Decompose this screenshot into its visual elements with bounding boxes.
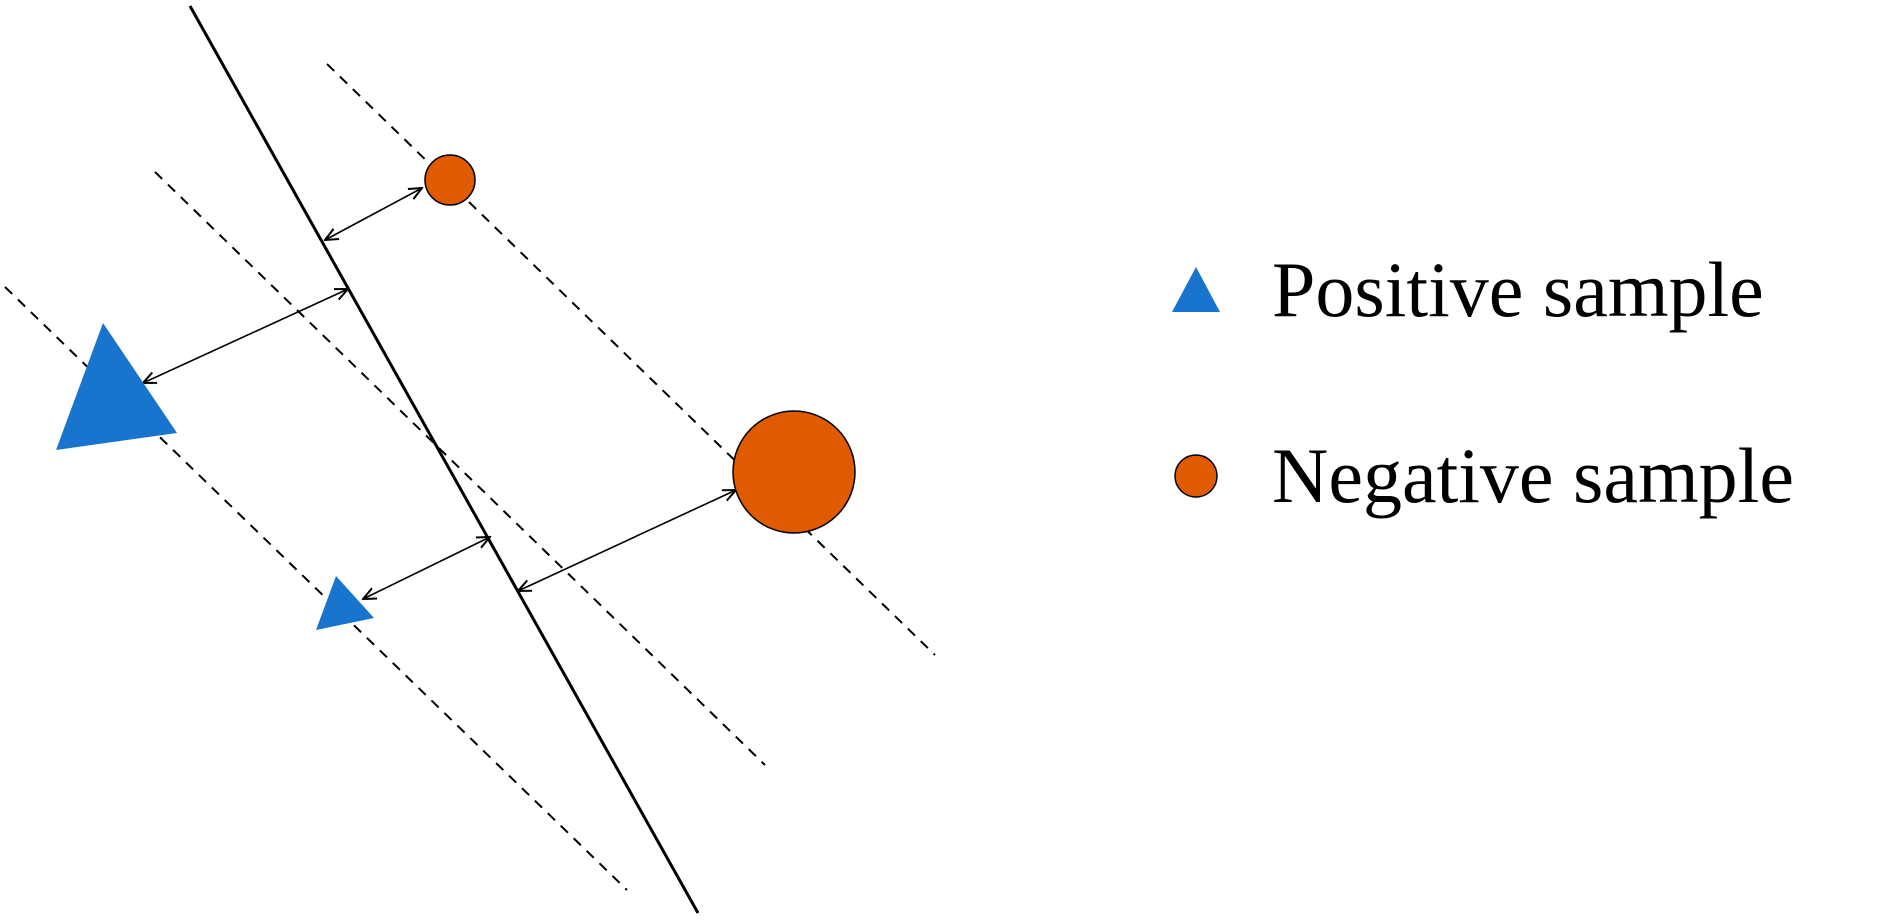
distance-arrow-3 xyxy=(363,537,490,599)
legend-positive: Positive sample xyxy=(1170,245,1794,335)
negative-sample-small xyxy=(424,154,476,206)
distance-arrow-4 xyxy=(518,490,736,591)
legend: Positive sample Negative sample xyxy=(1170,245,1794,521)
circle-icon xyxy=(1174,454,1218,498)
triangle-icon xyxy=(1172,267,1220,312)
legend-negative: Negative sample xyxy=(1170,431,1794,521)
distance-arrow-1 xyxy=(325,188,422,240)
negative-sample-large xyxy=(732,410,856,534)
dashed-margin-line-3 xyxy=(326,63,936,656)
distance-arrow-2 xyxy=(143,289,348,383)
dashed-margin-line-2 xyxy=(154,171,766,766)
positive-sample-large xyxy=(56,323,177,450)
positive-sample-small xyxy=(316,576,374,630)
legend-negative-label: Negative sample xyxy=(1272,432,1794,519)
legend-positive-label: Positive sample xyxy=(1272,246,1764,333)
decision-boundary-line xyxy=(188,5,700,914)
